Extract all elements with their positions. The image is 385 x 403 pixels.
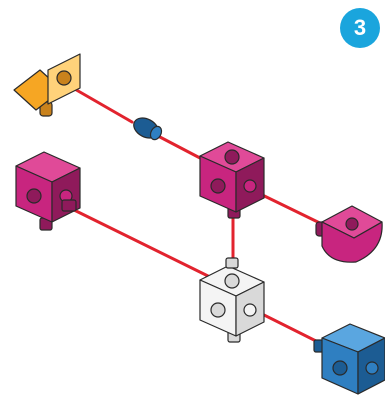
wedge-curve: [321, 221, 383, 263]
cube-peg: [225, 257, 239, 269]
navy-pin-connector: [133, 117, 163, 141]
connector-line: [156, 134, 202, 160]
step-number-badge: 3: [340, 8, 380, 48]
connector-line: [252, 308, 328, 348]
cube-hole: [243, 303, 257, 317]
pin-end: [149, 125, 163, 141]
cube-hole: [224, 149, 240, 165]
cube-hole: [243, 179, 257, 193]
connector-line: [64, 82, 134, 124]
wedge-hole: [56, 70, 72, 86]
orange-wedge-connector: [13, 53, 81, 117]
blue-cube: [313, 323, 385, 395]
magenta-cube-center: [199, 141, 265, 219]
magenta-wedge-connector: [315, 205, 383, 263]
cube-hole: [332, 360, 348, 376]
cube-hole: [26, 188, 42, 204]
magenta-cube-left: [15, 151, 81, 231]
connector-line: [68, 206, 210, 278]
cube-peg: [61, 199, 77, 212]
connector-lines: [64, 82, 328, 348]
cube-hole: [224, 273, 240, 289]
wedge-hole: [345, 217, 359, 231]
cube-hole: [210, 178, 226, 194]
cube-hole: [365, 361, 379, 375]
cube-hole: [210, 302, 226, 318]
white-cube: [199, 257, 265, 343]
step-number: 3: [353, 15, 367, 40]
